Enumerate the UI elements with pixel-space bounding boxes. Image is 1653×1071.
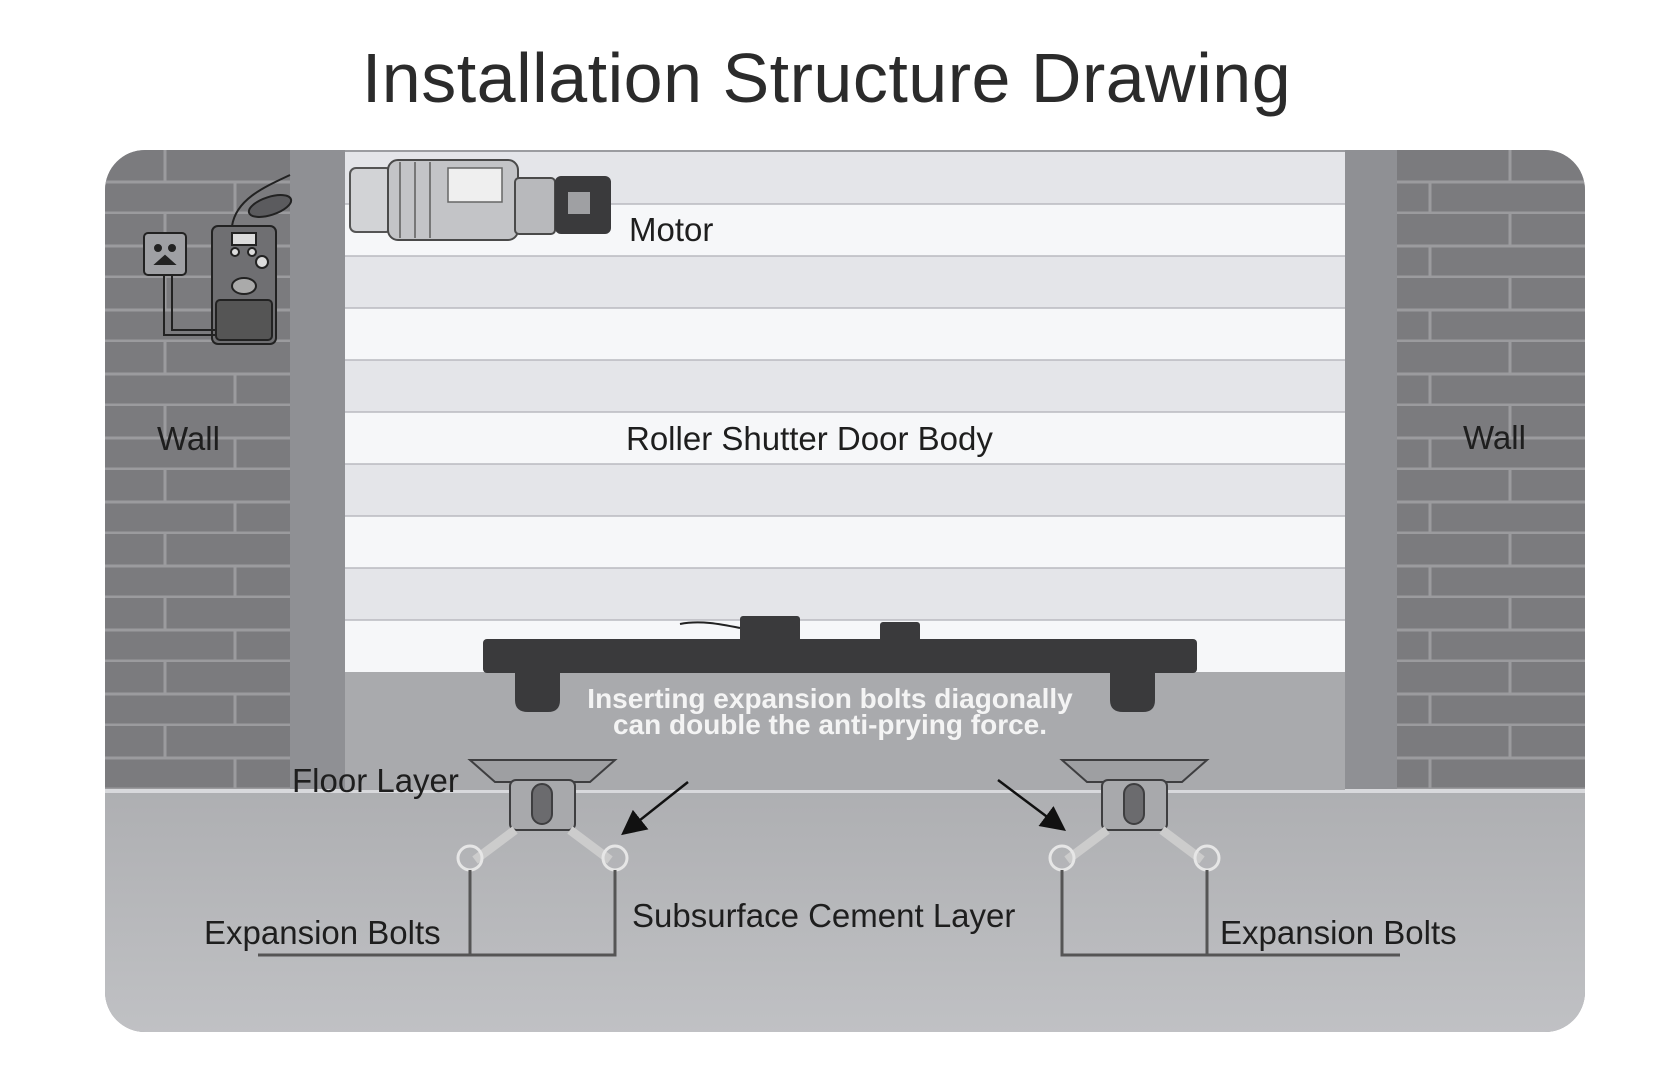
note-line-1: Inserting expansion bolts diagonally [587,683,1073,714]
label-expansion-bolts-left: Expansion Bolts [204,914,441,951]
label-wall-left: Wall [157,420,220,457]
label-motor: Motor [629,211,714,248]
arrow-left [621,781,689,836]
note-line-2: can double the anti-prying force. [612,709,1048,740]
control-box-illustration [143,174,293,345]
arrow-right [997,779,1066,831]
motor-illustration [349,159,611,241]
roller-shutter-slats [345,152,1345,672]
anti-prying-note: Inserting expansion bolts diagonally can… [540,683,1120,740]
floor-anchor-right [1048,759,1221,872]
floor-layer [105,790,1585,1032]
label-expansion-bolts-right: Expansion Bolts [1220,914,1457,951]
label-wall-right: Wall [1463,419,1526,456]
page-title: Installation Structure Drawing [361,39,1292,117]
label-subsurface: Subsurface Cement Layer [632,897,1016,934]
wall-right [1395,150,1585,790]
bottom-bar [483,616,1197,712]
label-floor-layer: Floor Layer [292,762,459,799]
leader-lines [258,870,1400,957]
label-door-body: Roller Shutter Door Body [626,420,993,457]
